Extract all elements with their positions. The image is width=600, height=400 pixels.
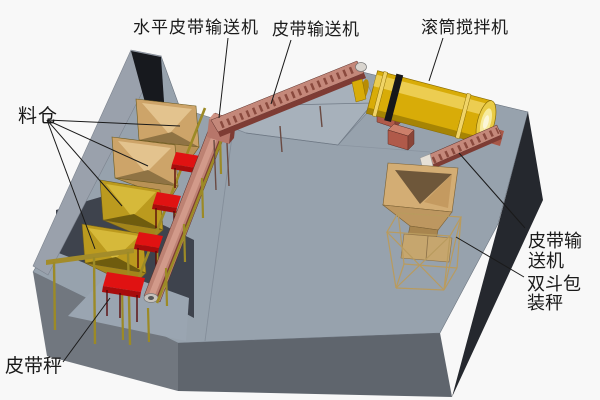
leader-belt-conveyor-right xyxy=(458,152,526,229)
leader-silos xyxy=(46,119,181,250)
label-packing-scale: 双斗包 装秤 xyxy=(527,274,581,313)
silo-hopper-3 xyxy=(99,179,164,239)
belt-scale-4 xyxy=(102,272,145,322)
label-belt-conveyor-top: 皮带输送机 xyxy=(272,20,360,39)
leader-drum-mixer xyxy=(428,37,444,82)
slab-front-face xyxy=(178,333,452,397)
inclined-belt-conveyor xyxy=(210,60,367,153)
belt-scales xyxy=(102,152,200,322)
conveyor-struts xyxy=(279,105,323,153)
svg-text:皮带输: 皮带输 xyxy=(528,231,582,251)
mixer-ring-gold-a xyxy=(371,71,389,118)
floor-outline-mark2 xyxy=(337,144,431,153)
belt-scale-2 xyxy=(152,192,181,232)
support-block-b xyxy=(387,123,415,151)
leader-packing-scale xyxy=(455,236,525,278)
labels: 水平皮带输送机 皮带输送机 滚筒搅拌机 料仓 皮带秤 皮带输 送机 双斗包 装秤 xyxy=(5,18,582,377)
discharge-rungs xyxy=(431,127,500,164)
mixer-ring-black xyxy=(384,73,404,122)
slab-front-left-face xyxy=(33,272,178,391)
pit-support-frame xyxy=(46,248,134,346)
svg-text:送机: 送机 xyxy=(528,251,564,271)
mixer-shade xyxy=(366,107,482,144)
label-silos: 料仓 xyxy=(18,105,58,127)
conveyor-head-pulley xyxy=(355,62,367,72)
floor-outline-mark xyxy=(245,102,374,146)
svg-text:双斗包: 双斗包 xyxy=(527,274,581,294)
silo-hopper-2 xyxy=(111,136,179,197)
drum-mixer xyxy=(351,70,497,144)
belt-scale-3 xyxy=(134,232,163,272)
slab-right-dark-face xyxy=(452,112,543,397)
packing-stand xyxy=(385,212,463,291)
silo-hoppers xyxy=(81,98,200,284)
mixer-feed-nub xyxy=(351,78,367,103)
packing-scale xyxy=(381,162,463,291)
mixer-highlight xyxy=(373,74,491,117)
leader-belt-conveyor-top xyxy=(270,39,292,105)
packing-hopper xyxy=(381,162,459,241)
label-drum-mixer: 滚筒搅拌机 xyxy=(421,18,509,37)
leader-lines xyxy=(46,37,526,363)
silo-hopper-4 xyxy=(81,223,147,284)
leader-belt-scale xyxy=(62,297,111,363)
wall-outer-face xyxy=(32,49,162,276)
mixer-ring-gold-b xyxy=(455,92,472,140)
label-horizontal-belt-conveyor: 水平皮带输送机 xyxy=(133,18,259,37)
svg-text:装秤: 装秤 xyxy=(527,293,563,313)
label-belt-scale: 皮带秤 xyxy=(5,355,62,377)
leader-horizontal-conveyor xyxy=(218,37,229,119)
label-belt-conveyor-right: 皮带输 送机 xyxy=(528,231,582,271)
